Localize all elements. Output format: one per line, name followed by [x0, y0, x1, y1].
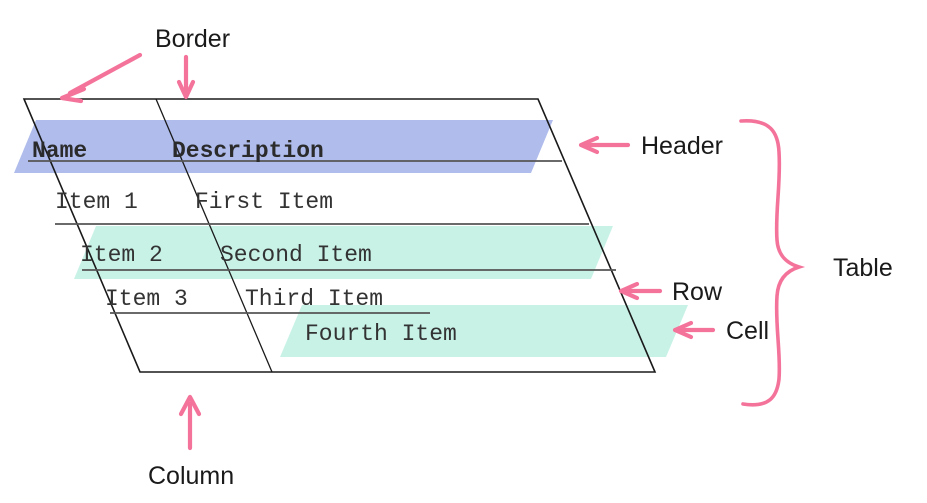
annotation-label-row: Row — [672, 278, 723, 306]
header-arrow — [578, 135, 631, 155]
table-header-cell-description: Description — [172, 138, 324, 164]
annotation-label-header: Header — [641, 132, 723, 160]
annotation-label-table: Table — [833, 254, 893, 282]
table-cell-description-3: Third Item — [245, 286, 383, 312]
cell-arrow — [672, 320, 716, 340]
annotation-label-column: Column — [148, 462, 234, 490]
row-highlight-band — [74, 226, 613, 279]
border-arrow-diagonal — [59, 52, 143, 104]
table-cell-description-1: First Item — [195, 189, 333, 215]
header-highlight-band — [14, 120, 553, 173]
column-arrow — [178, 394, 202, 451]
table-header-cell-name: Name — [32, 138, 87, 164]
table-cell-name-2: Item 2 — [80, 242, 163, 268]
table-cell-description-2: Second Item — [220, 242, 372, 268]
table-outer-border — [22, 98, 657, 373]
row-arrow — [618, 281, 663, 301]
annotation-label-border: Border — [155, 25, 230, 53]
table-curly-brace — [739, 119, 806, 407]
column-divider-border — [155, 98, 273, 373]
table-cell-highlighted: Fourth Item — [305, 321, 457, 347]
table-cell-name-1: Item 1 — [55, 189, 138, 215]
border-arrow-vertical — [176, 54, 196, 100]
annotation-label-cell: Cell — [726, 317, 769, 345]
cell-highlight-band — [280, 305, 688, 357]
table-cell-name-3: Item 3 — [105, 286, 188, 312]
